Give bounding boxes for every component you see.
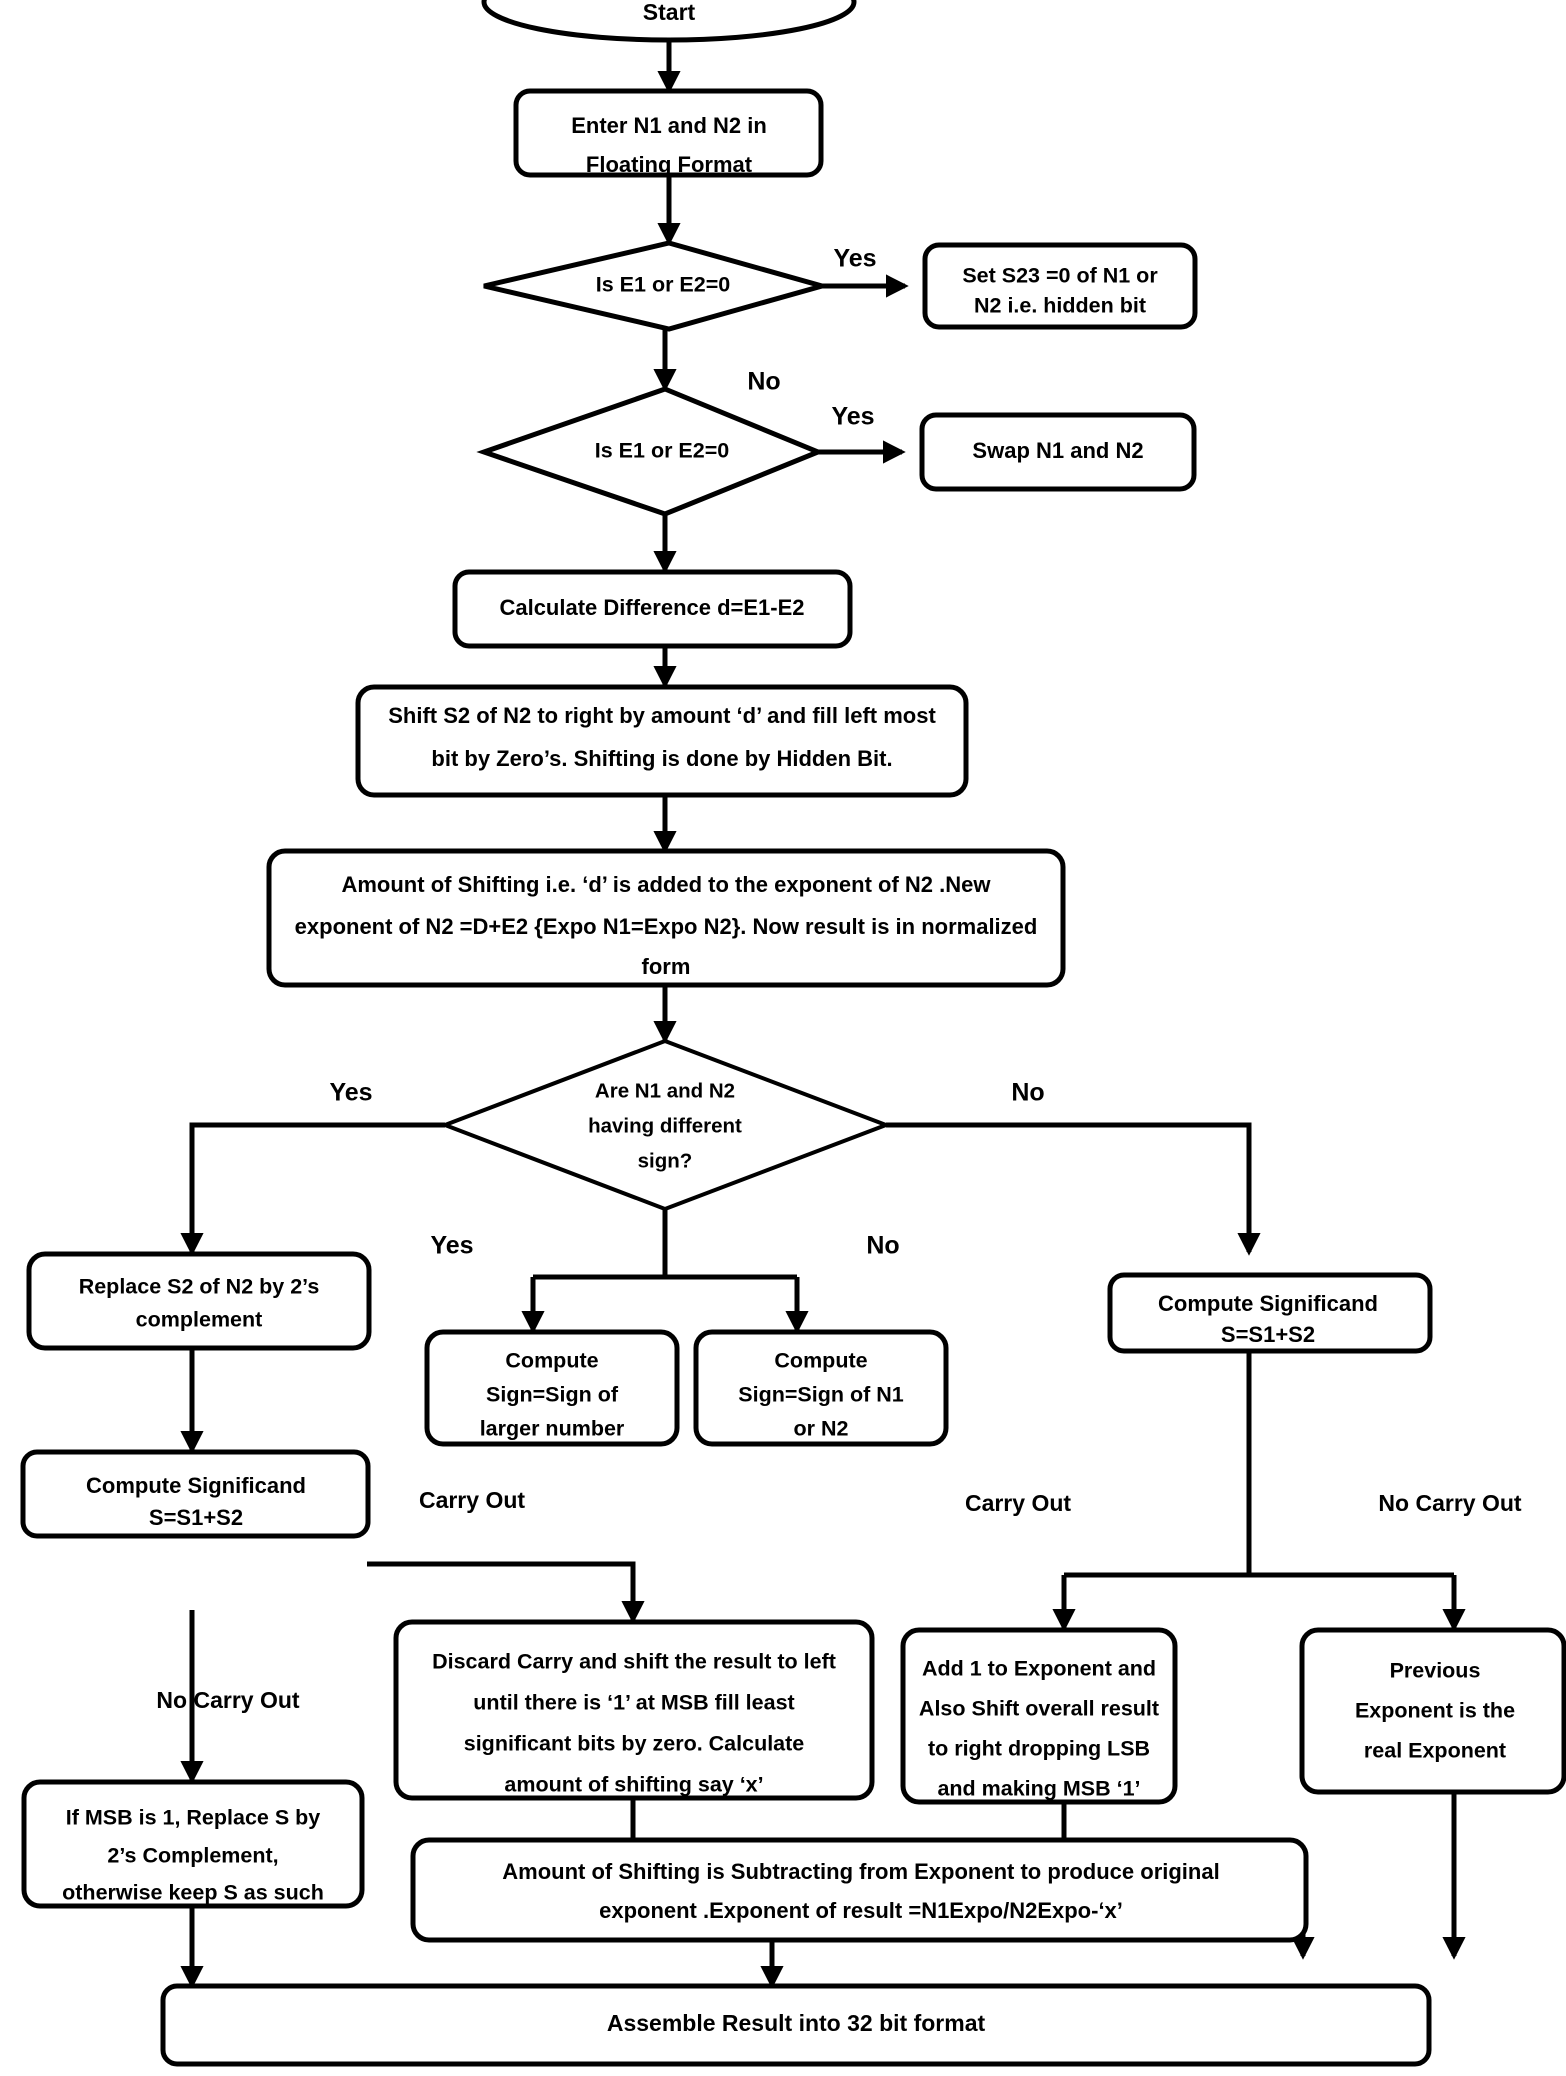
node-decision3-line1: Are N1 and N2 bbox=[595, 1079, 735, 1102]
edge-label-decision3-right-no: No bbox=[1011, 1079, 1044, 1107]
node-if-msb-is-1[interactable] bbox=[21, 1779, 365, 1909]
edge-label-decision1-no: No bbox=[747, 368, 780, 396]
node-set-s23[interactable] bbox=[922, 242, 1198, 330]
node-add1-line4: and making MSB ‘1’ bbox=[937, 1777, 1140, 1801]
node-start[interactable] bbox=[481, 0, 857, 43]
node-decision1-label: Is E1 or E2=0 bbox=[596, 273, 731, 297]
node-discard-carry-line2: until there is ‘1’ at MSB fill least bbox=[473, 1691, 794, 1715]
node-replace-s2-line2: complement bbox=[136, 1308, 263, 1332]
node-enter-numbers-line1: Enter N1 and N2 in bbox=[571, 113, 767, 138]
node-previous-exponent-line2: Exponent is the bbox=[1355, 1699, 1515, 1723]
edge-label-no-carry-out-left: No Carry Out bbox=[156, 1687, 299, 1713]
node-calculate-difference-label: Calculate Difference d=E1-E2 bbox=[499, 595, 804, 620]
node-compute-sign-larger-line1: Compute bbox=[505, 1349, 598, 1373]
node-discard-carry-line4: amount of shifting say ‘x’ bbox=[504, 1773, 763, 1797]
node-discard-carry[interactable] bbox=[393, 1619, 875, 1801]
edge-label-carry-out-left: Carry Out bbox=[419, 1487, 525, 1513]
node-add1-line2: Also Shift overall result bbox=[919, 1697, 1159, 1721]
node-compute-sign-larger-line2: Sign=Sign of bbox=[486, 1383, 619, 1407]
node-discard-carry-line1: Discard Carry and shift the result to le… bbox=[432, 1650, 836, 1674]
node-compute-sign-n1n2-line1: Compute bbox=[774, 1349, 867, 1373]
node-set-s23-line2: N2 i.e. hidden bit bbox=[974, 294, 1146, 318]
node-previous-exponent-line3: real Exponent bbox=[1364, 1739, 1506, 1763]
node-compute-sign-larger-number[interactable] bbox=[424, 1329, 680, 1447]
node-decision-e1-or-e2-zero-1[interactable] bbox=[483, 240, 832, 332]
node-swap-n1-n2[interactable] bbox=[919, 412, 1197, 492]
node-add1-line3: to right dropping LSB bbox=[928, 1737, 1150, 1761]
node-shift-s2-line1: Shift S2 of N2 to right by amount ‘d’ an… bbox=[388, 703, 936, 728]
node-amount-subtract-line1: Amount of Shifting is Subtracting from E… bbox=[502, 1859, 1219, 1884]
node-shift-s2[interactable] bbox=[355, 684, 969, 798]
node-if-msb-line2: 2’s Complement, bbox=[107, 1844, 278, 1868]
edge-computesig-left-carryout bbox=[367, 1561, 645, 1624]
edge-decision3-left-yes bbox=[180, 1122, 445, 1256]
node-compute-significand-right-line2: S=S1+S2 bbox=[1221, 1322, 1315, 1347]
node-decision-different-sign[interactable] bbox=[439, 1038, 892, 1212]
node-compute-sign-n1-or-n2[interactable] bbox=[693, 1329, 949, 1447]
node-amount-of-shifting-line3: form bbox=[642, 954, 691, 979]
node-replace-s2-line1: Replace S2 of N2 by 2’s bbox=[79, 1275, 320, 1299]
node-compute-sign-n1n2-line3: or N2 bbox=[794, 1417, 849, 1441]
node-amount-of-shifting[interactable] bbox=[266, 848, 1066, 988]
node-decision3-line3: sign? bbox=[638, 1149, 693, 1172]
node-amount-subtract-exponent[interactable] bbox=[410, 1837, 1309, 1943]
node-compute-sign-larger-line3: larger number bbox=[480, 1417, 625, 1441]
edge-label-decision3-left-yes: Yes bbox=[329, 1079, 372, 1107]
node-replace-s2-twos-complement[interactable] bbox=[26, 1251, 372, 1351]
edge-label-decision2-yes: Yes bbox=[831, 403, 874, 431]
node-calculate-difference[interactable] bbox=[452, 569, 853, 649]
node-add1-line1: Add 1 to Exponent and bbox=[922, 1657, 1156, 1681]
node-previous-exponent[interactable] bbox=[1299, 1627, 1566, 1795]
node-previous-exponent-line1: Previous bbox=[1390, 1659, 1481, 1683]
edge-label-decision3-mid-no: No bbox=[866, 1232, 899, 1260]
node-decision3-line2: having different bbox=[588, 1114, 742, 1137]
node-assemble-result-label: Assemble Result into 32 bit format bbox=[607, 2010, 986, 2036]
edge-label-no-carry-out-right: No Carry Out bbox=[1378, 1490, 1521, 1516]
node-decision2-label: Is E1 or E2=0 bbox=[595, 439, 730, 463]
node-amount-of-shifting-line2: exponent of N2 =D+E2 {Expo N1=Expo N2}. … bbox=[295, 914, 1038, 939]
node-compute-significand-right[interactable] bbox=[1107, 1272, 1433, 1354]
node-compute-significand-left[interactable] bbox=[20, 1449, 371, 1539]
node-assemble-result[interactable] bbox=[160, 1983, 1432, 2067]
node-amount-subtract-line2: exponent .Exponent of result =N1Expo/N2E… bbox=[599, 1898, 1123, 1923]
node-compute-significand-left-line1: Compute Significand bbox=[86, 1473, 306, 1498]
node-shift-s2-line2: bit by Zero’s. Shifting is done by Hidde… bbox=[431, 746, 892, 771]
edge-label-carry-out-right: Carry Out bbox=[965, 1490, 1071, 1516]
node-enter-numbers-line2: Floating Format bbox=[586, 152, 753, 177]
node-compute-sign-n1n2-line2: Sign=Sign of N1 bbox=[738, 1383, 903, 1407]
node-enter-numbers[interactable] bbox=[513, 88, 824, 178]
node-swap-label: Swap N1 and N2 bbox=[972, 438, 1143, 463]
node-compute-significand-right-line1: Compute Significand bbox=[1158, 1291, 1378, 1316]
node-if-msb-line3: otherwise keep S as such bbox=[62, 1881, 324, 1905]
edge-label-decision1-yes: Yes bbox=[833, 245, 876, 273]
node-add-1-to-exponent[interactable] bbox=[900, 1627, 1178, 1805]
node-discard-carry-line3: significant bits by zero. Calculate bbox=[464, 1732, 805, 1756]
edge-label-decision3-mid-yes: Yes bbox=[430, 1232, 473, 1260]
node-compute-significand-left-line2: S=S1+S2 bbox=[149, 1505, 243, 1530]
node-decision-e1-or-e2-zero-2[interactable] bbox=[476, 386, 825, 517]
node-set-s23-line1: Set S23 =0 of N1 or bbox=[962, 264, 1158, 288]
node-amount-of-shifting-line1: Amount of Shifting i.e. ‘d’ is added to … bbox=[341, 872, 991, 897]
node-if-msb-line1: If MSB is 1, Replace S by bbox=[66, 1806, 321, 1830]
edge-decision3-right-no bbox=[886, 1122, 1261, 1256]
node-start-label: Start bbox=[643, 0, 696, 25]
